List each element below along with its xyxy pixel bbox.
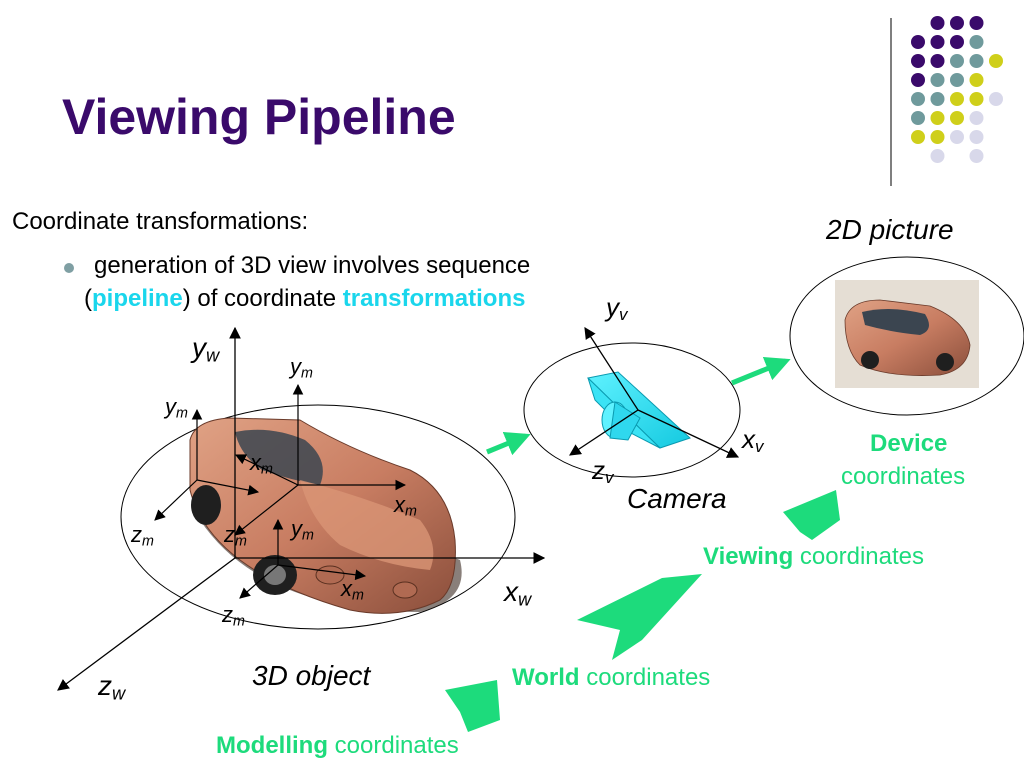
bullet-middle-text: ) of coordinate (182, 285, 337, 312)
decorative-dot (969, 35, 984, 49)
arrow-object-to-camera (486, 432, 531, 456)
paren-open: ( (84, 285, 92, 312)
decorative-dot (969, 149, 984, 163)
stage-device-bold: Device (870, 430, 947, 458)
model-b-z-axis (234, 484, 299, 536)
decorative-dot (911, 54, 925, 68)
stage-world: World coordinates (512, 664, 710, 692)
decorative-dot (950, 92, 964, 106)
axis-label-yv: yv (606, 292, 628, 325)
stage-device-rest: coordinates (841, 463, 966, 490)
stage-world-bold: World (512, 664, 580, 691)
decorative-dot (930, 73, 945, 87)
highlight-pipeline: pipeline (92, 285, 183, 312)
decorative-dot (950, 16, 964, 30)
decorative-dot-grid (911, 16, 1003, 163)
arrow-camera-to-picture (731, 356, 791, 386)
axis-label-ym-3: ym (291, 516, 314, 544)
subtitle: Coordinate transformations: (12, 208, 309, 235)
decorative-dot (930, 130, 945, 144)
decorative-dot (930, 92, 945, 106)
model-b-xm-axis (235, 454, 299, 486)
decorative-dot (930, 111, 945, 125)
highlight-transformations: transformations (342, 285, 526, 312)
model-c-x-axis (277, 564, 367, 581)
stage-viewing-bold: Viewing (703, 543, 794, 570)
car-3d-image (189, 417, 462, 614)
step-shape-viewing (783, 490, 840, 540)
label-2d-picture: 2D picture (826, 214, 954, 245)
axis-label-zw: zw (98, 670, 126, 704)
picture-ellipse (789, 256, 1024, 416)
decorative-dot (911, 130, 925, 144)
decorative-dot (911, 111, 925, 125)
label-camera: Camera (627, 483, 727, 514)
decorative-dot (969, 73, 984, 87)
step-shape-modelling (445, 680, 500, 732)
view-z-axis (569, 409, 639, 456)
axis-label-yw: yw (192, 332, 220, 366)
decorative-dot (950, 73, 964, 87)
decorative-dot (989, 92, 1003, 106)
axis-label-xm-2: xm (394, 492, 417, 520)
decorative-dot (969, 111, 984, 125)
axis-label-xw: xw (504, 576, 532, 610)
model-a-z-axis (154, 479, 198, 521)
axis-label-ym-1: ym (290, 354, 313, 382)
decorative-dot (950, 54, 964, 68)
label-3d-object: 3D object (252, 660, 371, 691)
bullet-dot (64, 263, 74, 273)
decorative-dot (969, 54, 984, 68)
axis-label-zv: zv (592, 455, 614, 488)
model-a-x-axis (196, 479, 260, 496)
bullet-text-line1: generation of 3D view involves sequence (94, 252, 531, 279)
axis-label-ym-2: ym (165, 394, 188, 422)
bullet-text-line2: (pipeline) of coordinate transformations (84, 285, 525, 313)
decorative-dot (911, 73, 925, 87)
car-2d-picture (835, 280, 979, 388)
step-shape-world (577, 574, 702, 660)
stage-modelling-rest: coordinates (334, 732, 459, 759)
stage-viewing: Viewing coordinates (703, 543, 924, 571)
decorative-dot (969, 92, 984, 106)
page-title: Viewing Pipeline (62, 89, 456, 145)
decorative-dot (950, 130, 964, 144)
stage-device-bold-text: Device (870, 430, 948, 457)
decorative-dot (911, 92, 925, 106)
axis-label-xm-3: xm (341, 576, 364, 604)
axis-label-zm-1: zm (131, 522, 154, 550)
camera-ellipse (523, 342, 741, 478)
decorative-dot (969, 16, 984, 30)
stage-modelling-bold: Modelling (216, 732, 328, 759)
decorative-dot (950, 111, 964, 125)
decorative-dot (930, 16, 945, 30)
view-y-axis (584, 327, 639, 411)
axis-label-zm-3: zm (222, 602, 245, 630)
decorative-dot (930, 149, 945, 163)
decorative-dot (911, 35, 925, 49)
decorative-dot (930, 54, 945, 68)
axis-label-zm-2: zm (224, 522, 247, 550)
world-z-axis (57, 557, 236, 691)
decorative-dot (950, 35, 964, 49)
axis-label-xm-1: xm (250, 450, 273, 478)
object-ellipse (120, 404, 516, 630)
decorative-dot (969, 130, 984, 144)
stage-world-rest: coordinates (586, 664, 711, 691)
stage-modelling: Modelling coordinates (216, 732, 459, 760)
view-x-axis (637, 409, 740, 458)
decorative-dot (930, 35, 945, 49)
decorative-dot (989, 54, 1003, 68)
stage-viewing-rest: coordinates (799, 543, 924, 570)
axis-label-xv: xv (742, 424, 764, 457)
model-c-z-axis (239, 564, 279, 599)
